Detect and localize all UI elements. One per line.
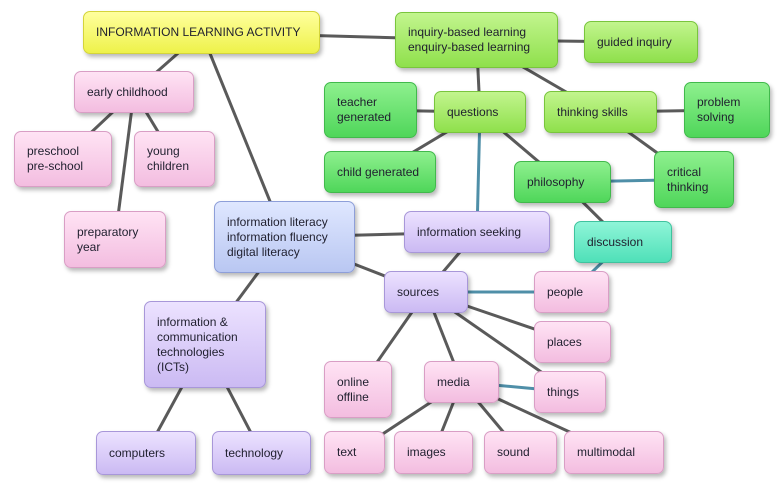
node-preschool[interactable]: preschool pre-school bbox=[14, 131, 112, 187]
node-early-childhood[interactable]: early childhood bbox=[74, 71, 194, 113]
node-critical-thinking[interactable]: critical thinking bbox=[654, 151, 734, 208]
node-people[interactable]: people bbox=[534, 271, 609, 313]
node-teacher-generated[interactable]: teacher generated bbox=[324, 82, 417, 138]
node-online-offline[interactable]: online offline bbox=[324, 361, 392, 418]
node-text[interactable]: text bbox=[324, 431, 385, 474]
node-places[interactable]: places bbox=[534, 321, 611, 363]
node-images[interactable]: images bbox=[394, 431, 473, 474]
node-sound[interactable]: sound bbox=[484, 431, 557, 474]
node-thinking-skills[interactable]: thinking skills bbox=[544, 91, 657, 133]
node-things[interactable]: things bbox=[534, 371, 606, 413]
node-questions[interactable]: questions bbox=[434, 91, 526, 133]
node-philosophy[interactable]: philosophy bbox=[514, 161, 611, 203]
node-inquiry-based-learning[interactable]: inquiry-based learning enquiry-based lea… bbox=[395, 12, 558, 68]
node-discussion[interactable]: discussion bbox=[574, 221, 672, 263]
node-sources[interactable]: sources bbox=[384, 271, 468, 313]
node-young-children[interactable]: young children bbox=[134, 131, 215, 187]
node-child-generated[interactable]: child generated bbox=[324, 151, 436, 193]
node-guided-inquiry[interactable]: guided inquiry bbox=[584, 21, 698, 63]
node-technology[interactable]: technology bbox=[212, 431, 311, 475]
node-information-learning-activity[interactable]: INFORMATION LEARNING ACTIVITY bbox=[83, 11, 320, 54]
node-preparatory-year[interactable]: preparatory year bbox=[64, 211, 166, 268]
node-problem-solving[interactable]: problem solving bbox=[684, 82, 770, 138]
node-information-seeking[interactable]: information seeking bbox=[404, 211, 550, 253]
node-icts[interactable]: information & communication technologies… bbox=[144, 301, 266, 388]
node-media[interactable]: media bbox=[424, 361, 499, 403]
node-computers[interactable]: computers bbox=[96, 431, 196, 475]
node-multimodal[interactable]: multimodal bbox=[564, 431, 664, 474]
node-information-literacy[interactable]: information literacy information fluency… bbox=[214, 201, 355, 273]
